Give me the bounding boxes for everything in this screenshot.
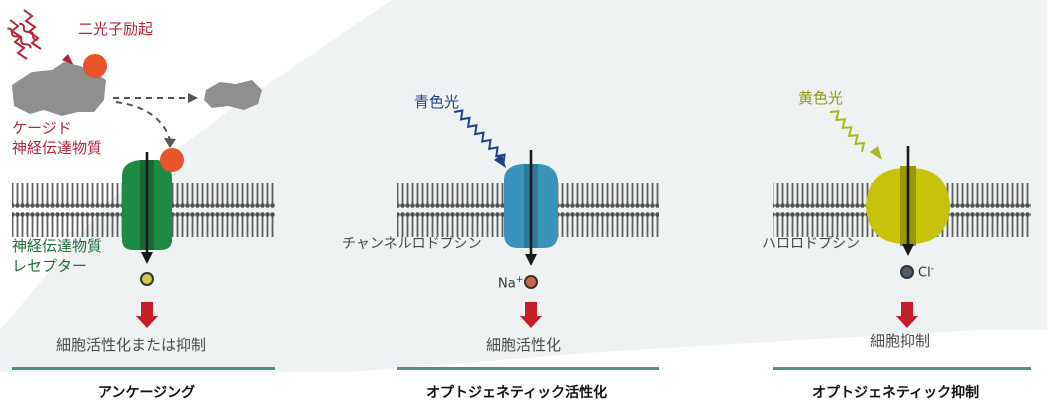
caption-activation: オプトジェネティック活性化 xyxy=(426,385,608,401)
caption-inhibition: オプトジェネティック抑制 xyxy=(812,385,980,401)
sodium-ion-charge: + xyxy=(515,275,524,285)
two-photon-label: 二光子励起 xyxy=(78,20,154,38)
down-arrow-icon-right xyxy=(896,302,918,328)
yellow-light-label: 黄色光 xyxy=(798,89,844,107)
channelrhodopsin-label: チャンネルロドプシン xyxy=(342,236,482,252)
ion-ball-icon-right xyxy=(900,265,914,279)
down-arrow-icon-left xyxy=(136,302,158,328)
blue-light-label: 青色光 xyxy=(414,93,460,111)
divider-middle xyxy=(397,367,659,370)
divider-left xyxy=(12,367,275,370)
bound-transmitter-ball-icon xyxy=(160,148,184,172)
ion-ball-icon-middle xyxy=(524,275,538,289)
caged-compound-label-line1: ケージド xyxy=(12,119,72,137)
pump-protein-icon xyxy=(866,168,906,244)
halorhodopsin-label: ハロロドプシン xyxy=(762,236,860,252)
result-label-inhibition: 細胞抑制 xyxy=(870,332,931,350)
yellow-light-icon xyxy=(829,110,866,153)
chloride-ion-symbol: Cl xyxy=(918,265,931,281)
receptor-label-line1: 神経伝達物質 xyxy=(12,237,103,255)
result-label-activation: 細胞活性化 xyxy=(486,336,562,354)
ion-flow-arrowhead-middle xyxy=(525,254,537,266)
caption-uncaging: アンケージング xyxy=(98,385,196,401)
yellow-light-arrowhead-icon xyxy=(870,146,882,160)
background-bottom-band xyxy=(0,372,1047,412)
released-cage-icon xyxy=(204,80,262,110)
sodium-ion-label: Na+ xyxy=(498,275,523,292)
ion-flow-arrowhead-left xyxy=(141,252,153,264)
receptor-label-line2: レセプター xyxy=(12,257,88,275)
chloride-ion-label: Cl- xyxy=(918,264,934,281)
divider-right xyxy=(773,367,1031,370)
light-arrowhead-icon xyxy=(62,54,74,66)
two-photon-light-icon-3 xyxy=(23,9,42,50)
sodium-ion-symbol: Na xyxy=(498,276,516,292)
release-arrowhead-icon xyxy=(188,93,198,103)
binding-arrowhead-icon xyxy=(164,138,176,148)
caged-compound-label-line2: 神経伝達物質 xyxy=(12,139,103,157)
chloride-ion-charge: - xyxy=(930,264,934,274)
blue-light-icon xyxy=(453,109,506,164)
down-arrow-icon-middle xyxy=(520,302,542,328)
pump-protein-icon-right xyxy=(910,168,950,244)
two-photon-light-icon-2 xyxy=(9,19,28,60)
ion-ball-icon-left xyxy=(140,272,154,286)
cage-group-ball-icon xyxy=(83,54,107,78)
binding-dashed-arrow xyxy=(115,101,171,141)
caged-compound-icon xyxy=(12,62,106,116)
blue-light-arrowhead-icon xyxy=(494,154,506,168)
ion-flow-arrowhead-right xyxy=(902,244,914,256)
result-label-uncaging: 細胞活性化または抑制 xyxy=(56,336,207,354)
